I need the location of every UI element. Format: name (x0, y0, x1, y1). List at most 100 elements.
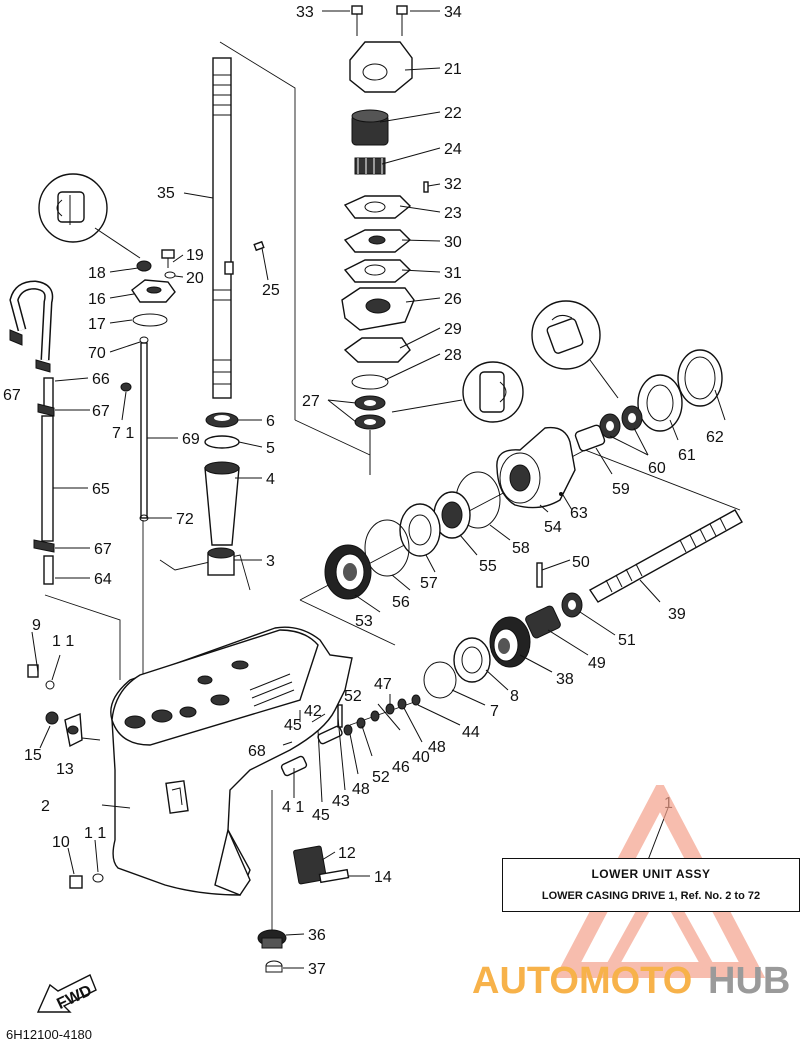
callout-61: 61 (678, 447, 696, 464)
assembly-reference: LOWER CASING DRIVE 1, Ref. No. 2 to 72 (541, 890, 761, 902)
callout-32: 32 (444, 176, 462, 193)
callout-2: 2 (41, 798, 50, 815)
drive-shaft-assembly (204, 57, 265, 576)
callout-35: 35 (157, 185, 175, 202)
callout-68: 68 (248, 743, 266, 760)
callout-24: 24 (444, 141, 462, 158)
callout-21: 21 (444, 61, 462, 78)
claw-washer-61 (637, 374, 683, 432)
callout-18: 18 (88, 265, 106, 282)
callout-39: 39 (668, 606, 686, 623)
callout-72: 72 (176, 511, 194, 528)
seal-detail-inset (391, 361, 524, 423)
pin-63 (559, 492, 563, 496)
lower-left-small-parts: FWD (27, 631, 350, 1013)
callout-48b: 48 (352, 781, 370, 798)
hose-clamp-1 (9, 329, 23, 346)
pump-housing (349, 41, 413, 93)
callout-58: 58 (512, 540, 530, 557)
reverse-gear-53 (324, 544, 372, 600)
callout-50: 50 (572, 554, 590, 571)
callout-38: 38 (556, 671, 574, 688)
callout-29: 29 (444, 321, 462, 338)
hose-clamp-2 (35, 359, 51, 373)
callout-11b: 1 1 (84, 825, 106, 842)
callout-52a: 52 (344, 688, 362, 705)
callout-57: 57 (420, 575, 438, 592)
callout-15: 15 (24, 747, 42, 764)
callout-9: 9 (32, 617, 41, 634)
anode-12 (293, 845, 327, 885)
o-ring-28 (351, 374, 389, 390)
callout-69: 69 (182, 431, 200, 448)
sleeve-4 (204, 467, 240, 546)
leader-lines (39, 10, 726, 969)
circlip-56 (364, 519, 410, 577)
callout-45a: 45 (284, 717, 302, 734)
callout-41: 4 1 (282, 799, 304, 816)
fwd-arrow: FWD (36, 974, 97, 1013)
dog-clutch-49 (525, 605, 561, 639)
washer-11b (92, 873, 104, 883)
callout-26: 26 (444, 291, 462, 308)
callout-27: 27 (302, 393, 320, 410)
callout-28: 28 (444, 347, 462, 364)
callout-23: 23 (444, 205, 462, 222)
callout-5: 5 (266, 440, 275, 457)
grommet-70 (139, 336, 149, 344)
document-code: 6H12100-4180 (6, 1027, 93, 1042)
hose-joint-66 (43, 377, 54, 409)
callout-4: 4 (266, 471, 275, 488)
callout-55: 55 (479, 558, 497, 575)
cross-pin-50 (536, 562, 543, 588)
o-ring-17 (132, 313, 168, 327)
washer-20 (164, 271, 176, 279)
collar-18 (136, 260, 152, 272)
gear-assembly (280, 349, 743, 777)
callout-36: 36 (308, 927, 326, 944)
hose-joint-64 (43, 555, 54, 585)
skeg (214, 827, 251, 896)
bolt-10 (69, 875, 83, 889)
callout-59: 59 (612, 481, 630, 498)
callout-20: 20 (186, 270, 204, 287)
callout-67c: 67 (94, 541, 112, 558)
left-side-parts (9, 173, 176, 585)
hose-clamp-4 (33, 539, 55, 553)
callout-12: 12 (338, 845, 356, 862)
impeller (354, 157, 386, 175)
callout-3: 3 (266, 553, 275, 570)
callout-10: 10 (52, 834, 70, 851)
bearing-detail-inset (531, 300, 619, 399)
callout-42: 42 (304, 703, 322, 720)
water-pump-stack (341, 5, 429, 475)
callout-67b: 67 (92, 403, 110, 420)
casing-window (165, 780, 189, 814)
callout-48a: 48 (428, 739, 446, 756)
callout-44: 44 (462, 724, 480, 741)
callout-49: 49 (588, 655, 606, 672)
water-tube-65 (41, 415, 54, 542)
gasket-lower (343, 259, 412, 283)
watermark-text-auto: AUTOMOTO (472, 960, 692, 1002)
callout-64: 64 (94, 571, 112, 588)
callout-70: 70 (88, 345, 106, 362)
forward-gear-38 (489, 616, 531, 668)
lower-casing (110, 626, 353, 896)
callout-numbers: 33 34 21 22 24 32 23 30 31 26 29 28 27 3… (3, 4, 724, 978)
shift-rod (140, 342, 148, 519)
shim-7 (423, 661, 457, 699)
bolt-19 (161, 249, 175, 259)
callout-11a: 1 1 (52, 633, 74, 650)
callout-56: 56 (392, 594, 410, 611)
callout-25: 25 (262, 282, 280, 299)
callout-8: 8 (510, 688, 519, 705)
callout-13: 13 (56, 761, 74, 778)
needle-bearing-59 (574, 424, 606, 452)
nut-37 (265, 960, 283, 973)
callout-67a: 67 (3, 387, 21, 404)
hose-clamp-3 (37, 403, 55, 417)
callout-46: 46 (392, 759, 410, 776)
callout-30: 30 (444, 234, 462, 251)
callout-62: 62 (706, 429, 724, 446)
